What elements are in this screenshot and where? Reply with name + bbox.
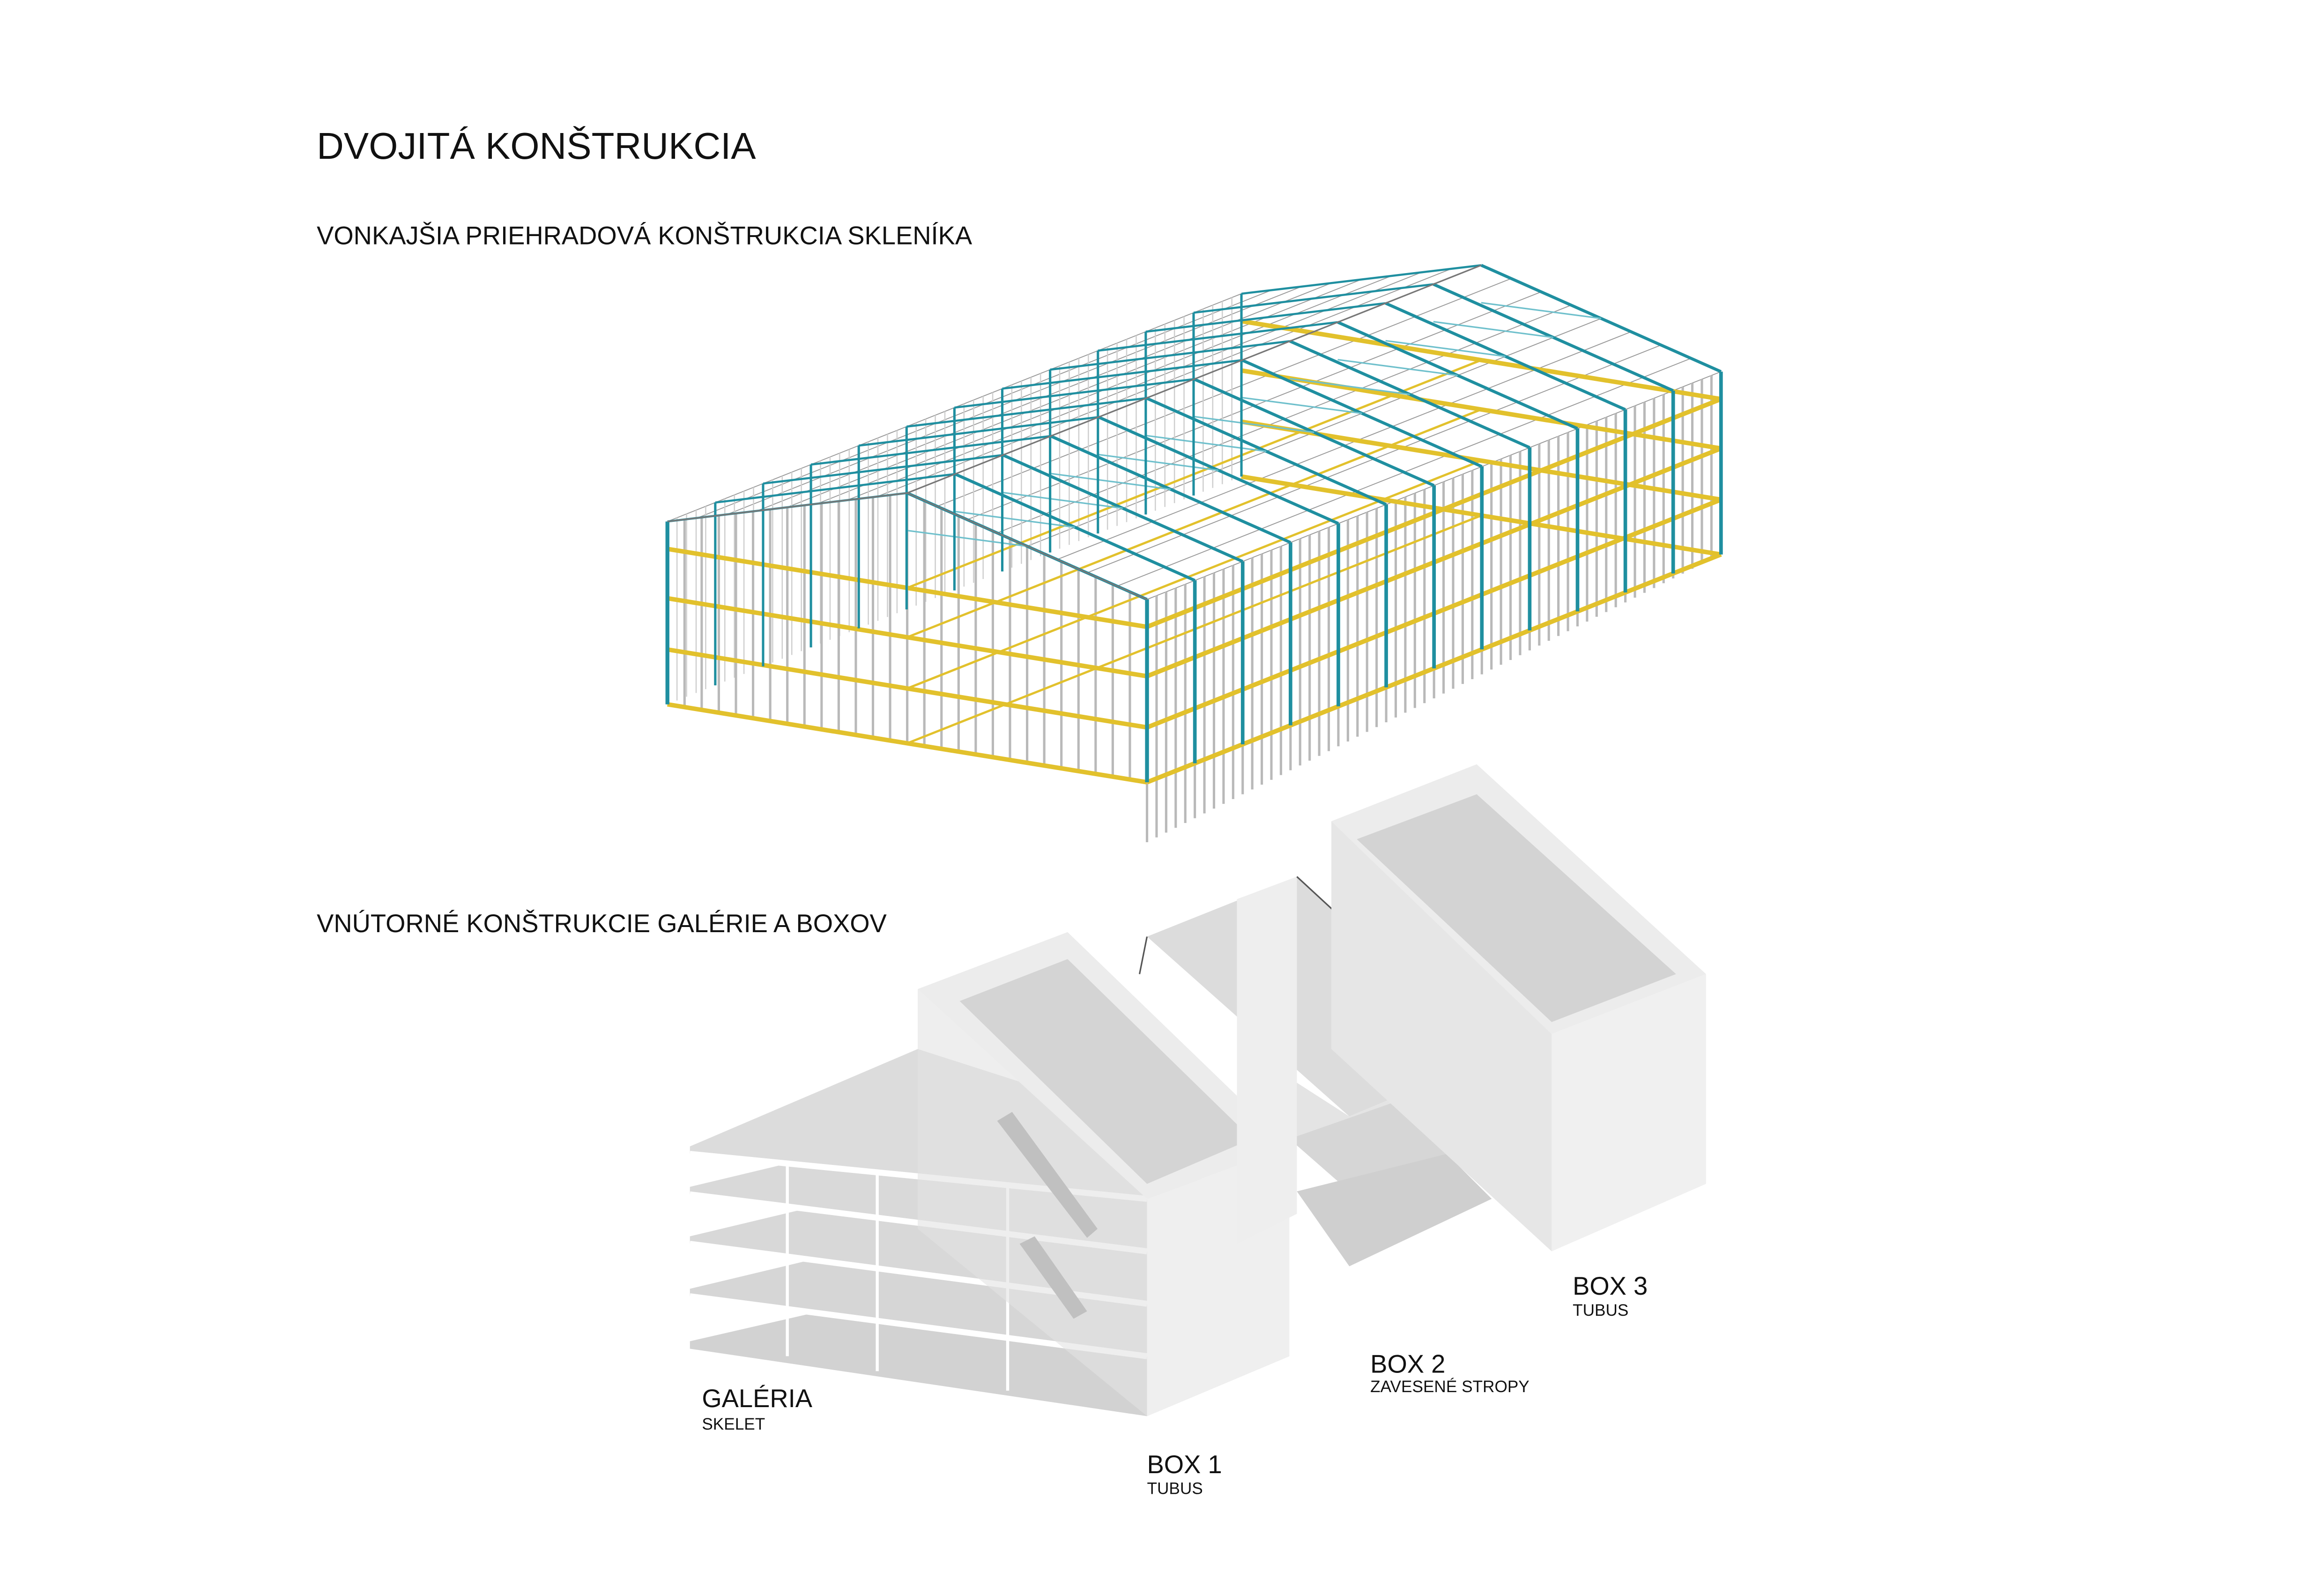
svg-text:BOX 3: BOX 3	[1573, 1272, 1648, 1300]
gable-edge	[906, 492, 1148, 601]
inner-structures	[689, 764, 1706, 1416]
truss-rafter	[1002, 453, 1244, 563]
label-box-3: BOX 3 TUBUS	[1573, 1272, 1648, 1320]
floor-band	[906, 460, 1482, 690]
outer-structure-heading: VONKAJŠIA PRIEHRADOVÁ KONŠTRUKCIA SKLENÍ…	[317, 221, 973, 250]
truss-rafter	[1098, 321, 1338, 352]
truss-diagonal	[1002, 491, 1123, 509]
gable-edge	[667, 492, 907, 522]
svg-text:BOX 1: BOX 1	[1147, 1450, 1222, 1479]
truss-diagonal	[907, 529, 1027, 547]
floor-band	[667, 596, 1148, 679]
truss-rafter	[1002, 359, 1242, 390]
floor-band	[906, 408, 1482, 638]
floor-band	[1241, 319, 1722, 401]
truss-diagonal	[1433, 321, 1553, 338]
truss-rafter	[810, 435, 1051, 466]
truss-diagonal	[1242, 397, 1362, 415]
svg-text:TUBUS: TUBUS	[1573, 1301, 1628, 1320]
truss-rafter	[858, 416, 1099, 447]
truss-rafter	[715, 473, 956, 504]
truss-diagonal	[1337, 359, 1458, 376]
label-box-2: BOX 2 ZAVESENÉ STROPY	[1370, 1350, 1530, 1396]
truss-diagonal	[1290, 378, 1410, 395]
svg-text:TUBUS: TUBUS	[1147, 1480, 1203, 1498]
truss-rafter	[763, 454, 1003, 485]
truss-diagonal	[1146, 435, 1267, 452]
label-box-1: BOX 1 TUBUS	[1147, 1450, 1222, 1498]
truss-diagonal	[1050, 473, 1171, 490]
inner-structure-heading: VNÚTORNÉ KONŠTRUKCIE GALÉRIE A BOXOV	[317, 909, 887, 938]
box-3	[1331, 764, 1706, 1252]
ridge	[907, 264, 1482, 494]
truss-diagonal	[1385, 340, 1506, 357]
label-galeria: GALÉRIA SKELET	[702, 1384, 812, 1433]
truss-rafter	[1241, 264, 1482, 295]
svg-text:BOX 2: BOX 2	[1370, 1350, 1445, 1379]
truss-rafter	[1050, 340, 1290, 371]
svg-text:SKELET: SKELET	[702, 1415, 765, 1433]
truss-diagonal	[955, 511, 1075, 528]
truss-rafter	[954, 378, 1195, 409]
greenhouse-truss-frame	[665, 264, 1723, 842]
truss-diagonal	[1481, 302, 1602, 319]
truss-diagonal	[1194, 415, 1314, 433]
diagram-title: DVOJITÁ KONŠTRUKCIA	[317, 125, 756, 167]
truss-diagonal	[1098, 453, 1219, 471]
truss-rafter	[906, 397, 1147, 428]
svg-text:GALÉRIA: GALÉRIA	[702, 1384, 812, 1413]
svg-text:ZAVESENÉ STROPY: ZAVESENÉ STROPY	[1370, 1378, 1530, 1396]
truss-rafter	[1193, 283, 1434, 314]
truss-rafter	[1145, 302, 1386, 333]
